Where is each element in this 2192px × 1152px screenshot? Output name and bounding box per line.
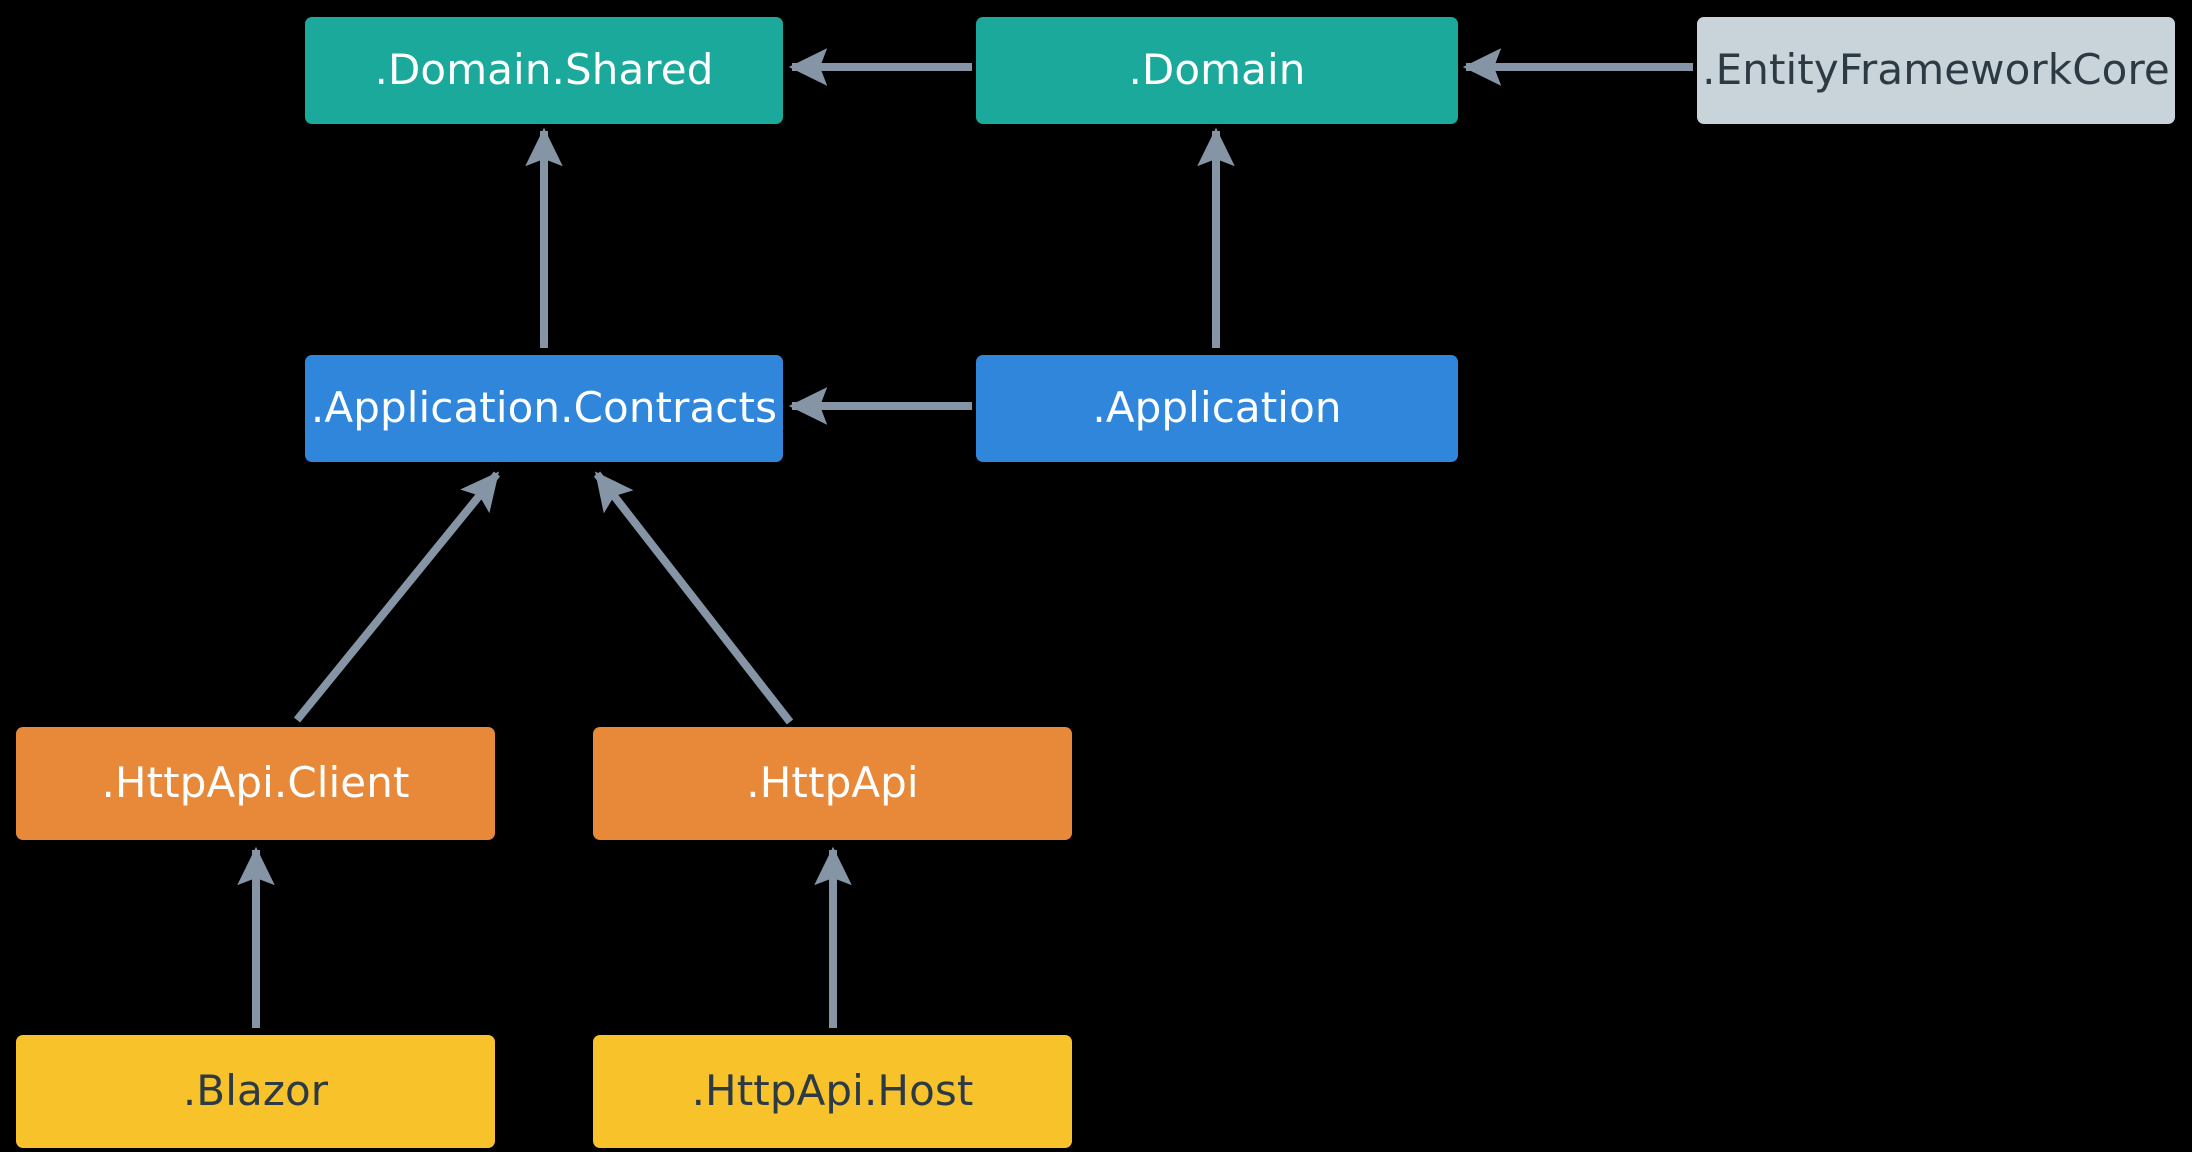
- node-httpapi-host[interactable]: .HttpApi.Host: [593, 1035, 1072, 1148]
- node-label-entity-framework-core: .EntityFrameworkCore: [1702, 45, 2170, 95]
- node-label-application-contracts: .Application.Contracts: [310, 383, 778, 433]
- node-label-httpapi: .HttpApi: [746, 758, 919, 808]
- node-domain[interactable]: .Domain: [976, 17, 1458, 124]
- node-httpapi[interactable]: .HttpApi: [593, 727, 1072, 840]
- node-application[interactable]: .Application: [976, 355, 1458, 462]
- node-label-httpapi-host: .HttpApi.Host: [691, 1066, 974, 1116]
- node-label-blazor: .Blazor: [182, 1066, 329, 1116]
- node-domain-shared[interactable]: .Domain.Shared: [305, 17, 783, 124]
- node-blazor[interactable]: .Blazor: [16, 1035, 495, 1148]
- edge-httpapi-to-application-contracts: [593, 471, 794, 725]
- node-label-domain-shared: .Domain.Shared: [374, 45, 714, 95]
- node-label-domain: .Domain: [1128, 45, 1306, 95]
- edge-group: [237, 48, 1693, 1028]
- node-label-application: .Application: [1092, 383, 1342, 433]
- node-application-contracts[interactable]: .Application.Contracts: [305, 355, 783, 462]
- node-label-httpapi-client: .HttpApi.Client: [101, 758, 410, 808]
- edge-httpapi-client-to-application-contracts: [293, 471, 501, 723]
- node-httpapi-client[interactable]: .HttpApi.Client: [16, 727, 495, 840]
- node-entity-framework-core[interactable]: .EntityFrameworkCore: [1697, 17, 2175, 124]
